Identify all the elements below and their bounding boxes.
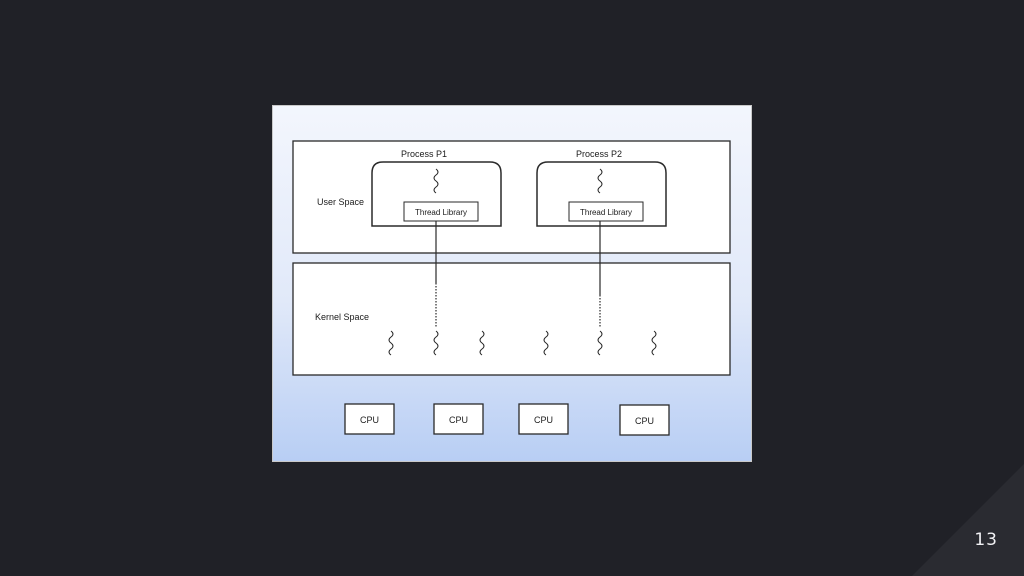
kernel-thread-icon: [479, 330, 485, 356]
thread-library-box-p1: [403, 201, 479, 222]
kernel-space-region: [292, 262, 731, 376]
kernel-thread-icon: [543, 330, 549, 356]
thread-library-label-p1: Thread Library: [415, 208, 467, 217]
cpu-label: CPU: [360, 415, 379, 425]
kernel-thread-icon: [597, 330, 603, 356]
cpu-label: CPU: [449, 415, 468, 425]
process-title-p2: Process P2: [576, 149, 622, 159]
slide-number: 13: [974, 530, 998, 550]
kernel-thread-icon: [388, 330, 394, 356]
diagram-canvas: User Space Process P1 Thread Library Pro…: [272, 105, 752, 462]
user-thread-icon-p2: [597, 168, 603, 194]
cpu-box: [433, 403, 484, 435]
cpu-box: [619, 404, 670, 436]
cpu-box: [518, 403, 569, 435]
cpu-label: CPU: [534, 415, 553, 425]
process-title-p1: Process P1: [401, 149, 447, 159]
thread-library-label-p2: Thread Library: [580, 208, 632, 217]
kernel-thread-icon: [651, 330, 657, 356]
kernel-space-label: Kernel Space: [315, 312, 369, 322]
user-thread-icon-p1: [433, 168, 439, 194]
threading-diagram: User Space Process P1 Thread Library Pro…: [272, 105, 752, 462]
cpu-box: [344, 403, 395, 435]
kernel-thread-icon: [433, 330, 439, 356]
thread-library-box-p2: [568, 201, 644, 222]
cpu-label: CPU: [635, 416, 654, 426]
user-space-label: User Space: [317, 197, 364, 207]
